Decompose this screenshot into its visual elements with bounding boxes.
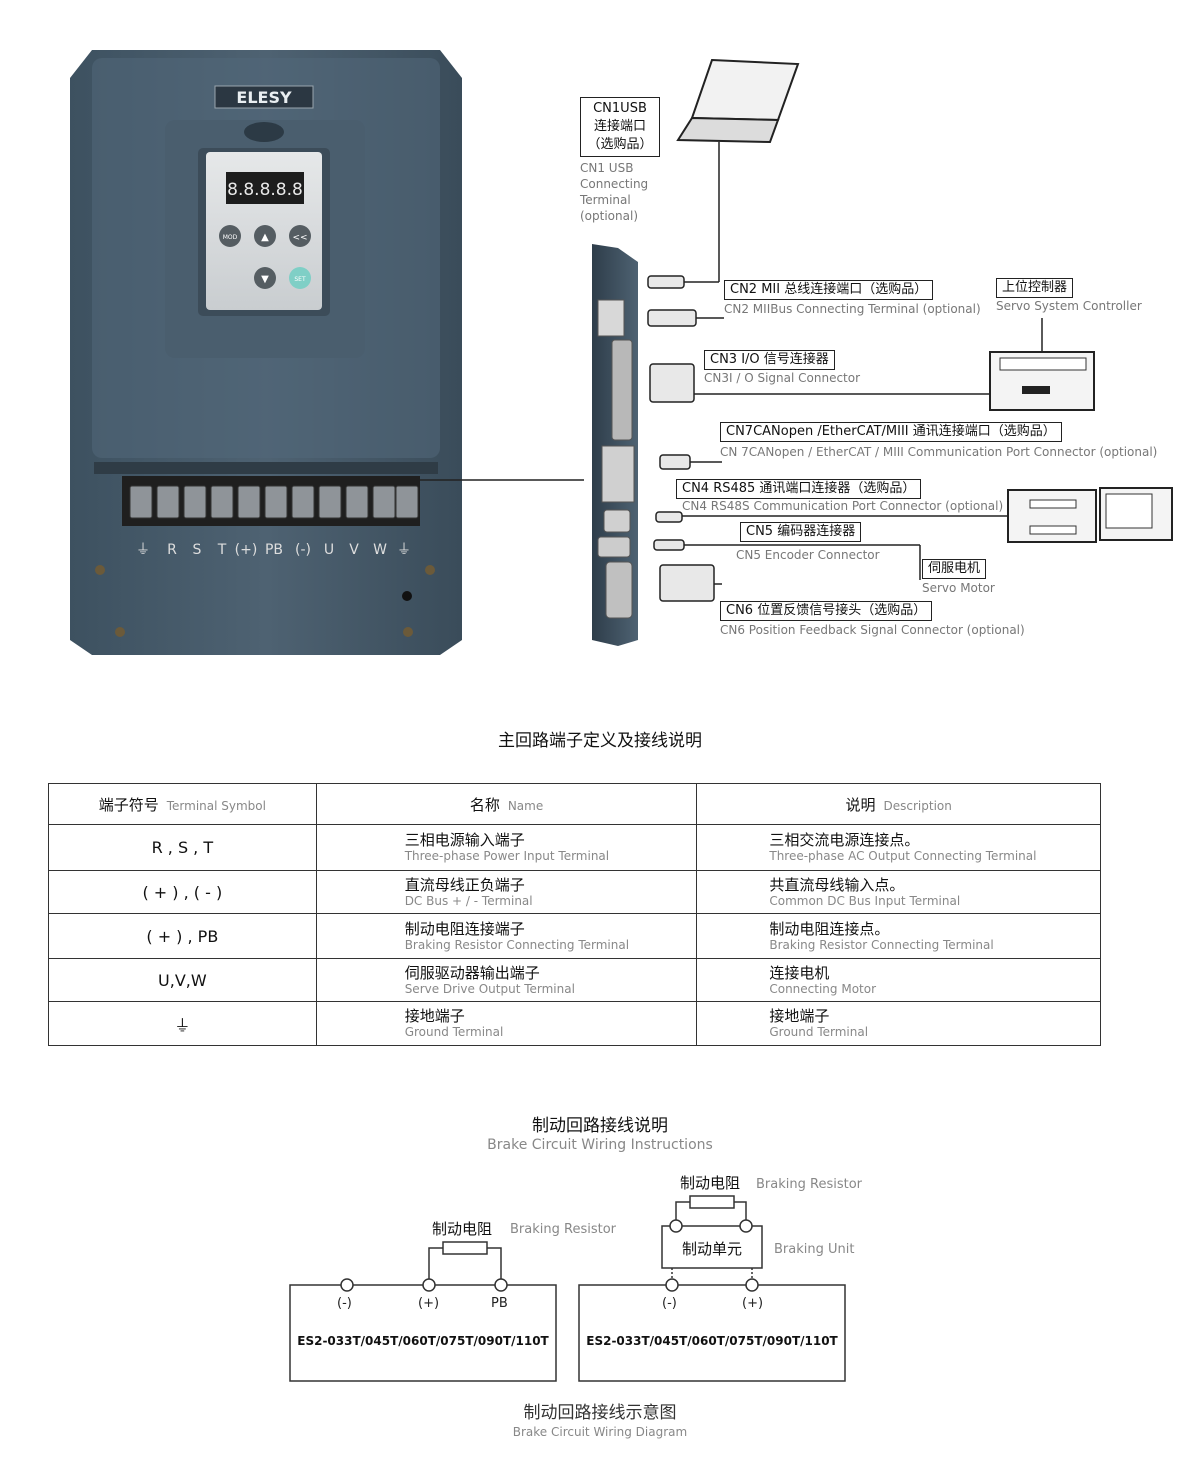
ground-icon: ⏚ [48,1001,317,1046]
right-terminal-plus: (+) [742,1296,764,1311]
display-readout: 8.8.8.8.8 [227,180,303,200]
cn7-sub: CN 7CANopen / EtherCAT / MIII Communicat… [720,445,1158,459]
brand-logo: ELESY [236,88,292,107]
right-terminal-minus: (-) [662,1296,677,1311]
right-model: ES2-033T/045T/060T/075T/090T/110T [586,1334,838,1348]
servo-motor-label: 伺服电机 [922,559,987,579]
servo-drive-side [592,244,638,646]
svg-text:⏚: ⏚ [397,542,411,558]
braking-unit-cn: 制动单元 [681,1240,742,1258]
right-resistor-en: Braking Resistor [756,1177,862,1192]
left-terminal-pb: PB [491,1296,508,1311]
cn6-label: CN6 位置反馈信号接头（选购品） [720,601,933,621]
cn1-label: CN1USB 连接端口 （选购品） [580,97,660,157]
svg-text:V: V [349,542,359,558]
left-model: ES2-033T/045T/060T/075T/090T/110T [297,1334,549,1348]
controller-label: 上位控制器 [996,278,1074,298]
svg-text:R: R [167,542,177,558]
servo-motor-sub: Servo Motor [922,581,995,595]
left-resistor-en: Braking Resistor [510,1222,616,1237]
left-terminal-minus: (-) [337,1296,352,1311]
terminal-table-title: 主回路端子定义及接线说明 [498,731,702,751]
left-terminal-plus: (+) [418,1296,440,1311]
cn2-sub: CN2 MIIBus Connecting Terminal (optional… [724,302,981,316]
hmi-icon [1099,487,1173,541]
cn4-sub: CN4 RS48S Communication Port Connector (… [682,499,1004,513]
svg-text:PB: PB [265,542,283,558]
mod-key[interactable]: MOD [223,234,238,241]
svg-text:(-): (-) [295,542,311,558]
cn3-label: CN3 I/O 信号连接器 [704,350,835,370]
down-key[interactable]: ▼ [261,274,269,285]
brake-title: 制动回路接线说明 [532,1116,668,1136]
cn2-label: CN2 MII 总线连接端口（选购品） [724,280,934,300]
diagram-caption-en: Brake Circuit Wiring Diagram [512,1425,688,1439]
svg-text:(+): (+) [235,542,258,558]
right-resistor-cn: 制动电阻 [680,1174,741,1192]
diagram-caption-cn: 制动回路接线示意图 [523,1403,677,1423]
cn5-label: CN5 编码器连接器 [740,522,862,542]
svg-text:W: W [373,542,387,558]
left-resistor-cn: 制动电阻 [432,1220,493,1238]
svg-text:T: T [217,542,227,558]
svg-text:U: U [324,542,334,558]
set-key[interactable]: SET [294,276,306,283]
braking-unit-en: Braking Unit [774,1242,855,1257]
shift-key[interactable]: << [292,233,307,243]
controller-sub: Servo System Controller [996,299,1142,313]
motor-icon [1007,489,1097,543]
cn5-sub: CN5 Encoder Connector [736,548,880,562]
controller-icon [989,351,1095,411]
cn3-sub: CN3I / O Signal Connector [704,371,861,385]
svg-text:⏚: ⏚ [136,542,150,558]
up-key[interactable]: ▲ [261,232,269,243]
cn1-sub: CN1 USB Connecting Terminal (optional) [580,161,649,223]
svg-text:S: S [193,542,202,558]
brake-diagram-left [289,1241,557,1382]
servo-drive-front: ELESY 8.8.8.8.8 MOD ▲ << ▼ SET [70,50,462,655]
brake-subtitle: Brake Circuit Wiring Instructions [487,1137,713,1153]
cn7-label: CN7CANopen /EtherCAT/MIII 通讯连接端口（选购品） [720,422,1062,442]
cn6-sub: CN6 Position Feedback Signal Connector (… [720,623,1025,637]
brake-diagram-right [578,1195,846,1382]
laptop-icon [676,58,800,283]
cn4-label: CN4 RS485 通讯端口连接器（选购品） [676,479,922,499]
